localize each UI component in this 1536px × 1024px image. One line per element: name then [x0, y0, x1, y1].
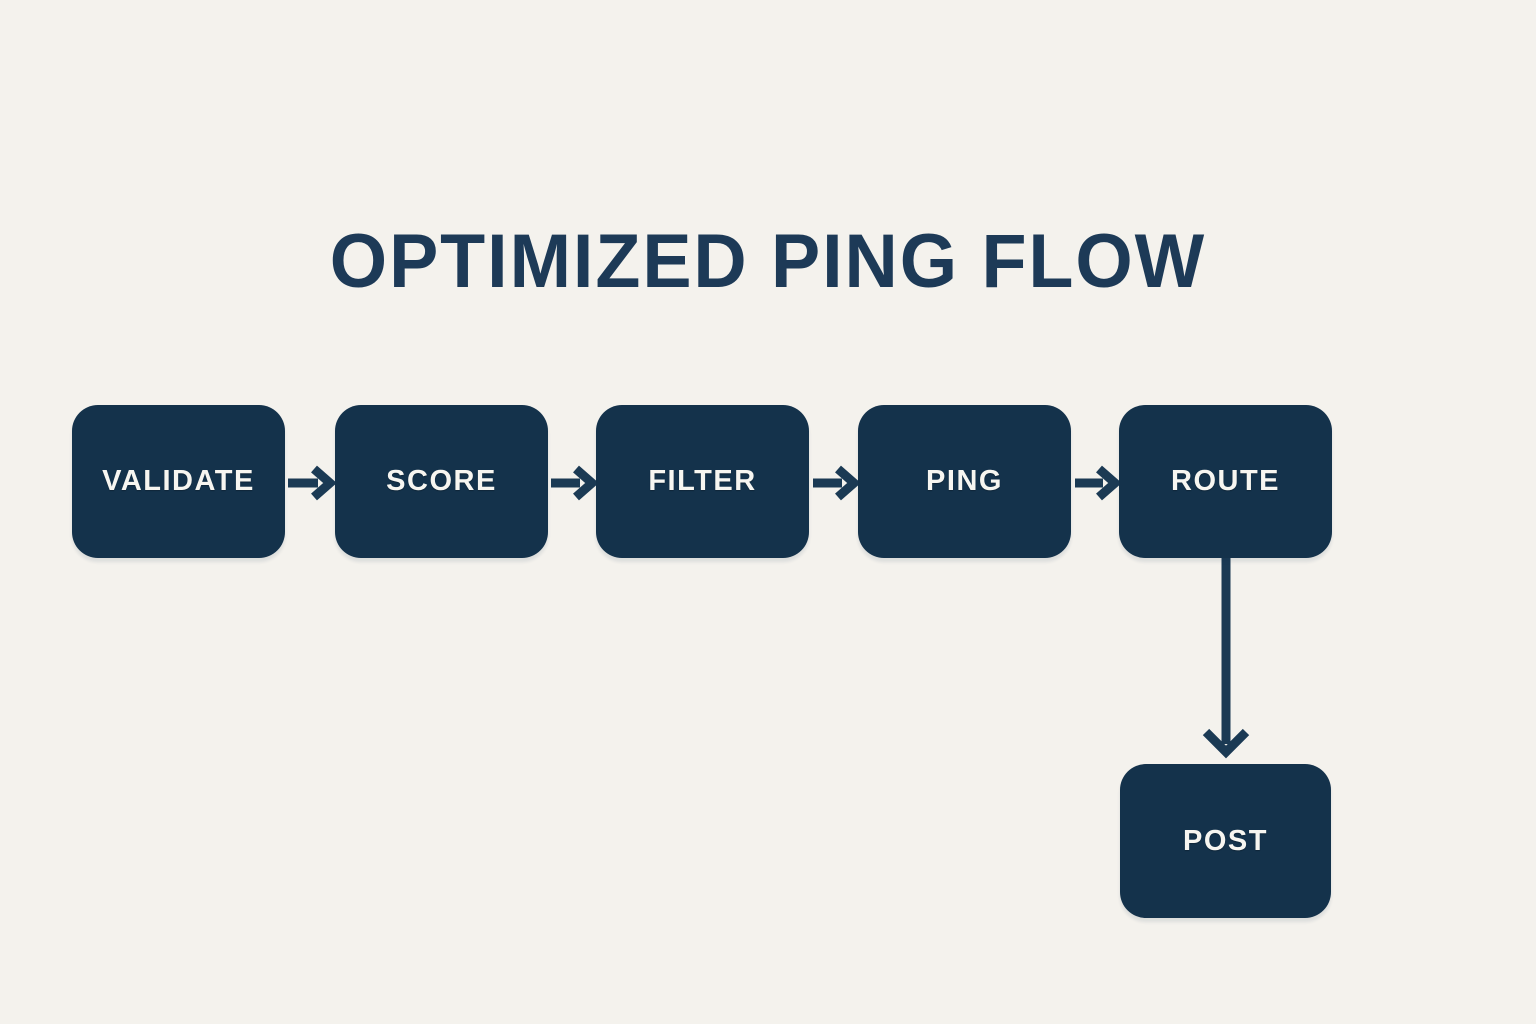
diagram-title: OPTIMIZED PING FLOW: [329, 219, 1207, 304]
arrow-ping-to-route: [1075, 465, 1122, 501]
flow-node-label: ROUTE: [1171, 465, 1280, 497]
flow-node-label: FILTER: [648, 465, 757, 497]
flow-node-label: PING: [926, 465, 1003, 497]
arrow-filter-to-ping: [813, 465, 861, 501]
arrow-validate-to-score: [288, 465, 337, 501]
flow-node-filter: FILTER: [596, 405, 809, 558]
arrow-route-to-post: [1202, 558, 1250, 759]
flow-node-score: SCORE: [335, 405, 548, 558]
flow-node-label: POST: [1183, 824, 1268, 857]
flow-node-validate: VALIDATE: [72, 405, 285, 558]
arrow-score-to-filter: [551, 465, 599, 501]
flow-node-label: VALIDATE: [102, 465, 255, 497]
flow-node-ping: PING: [858, 405, 1071, 558]
flow-node-route: ROUTE: [1119, 405, 1332, 558]
flow-node-post: POST: [1120, 764, 1331, 918]
flow-node-label: SCORE: [386, 465, 497, 497]
